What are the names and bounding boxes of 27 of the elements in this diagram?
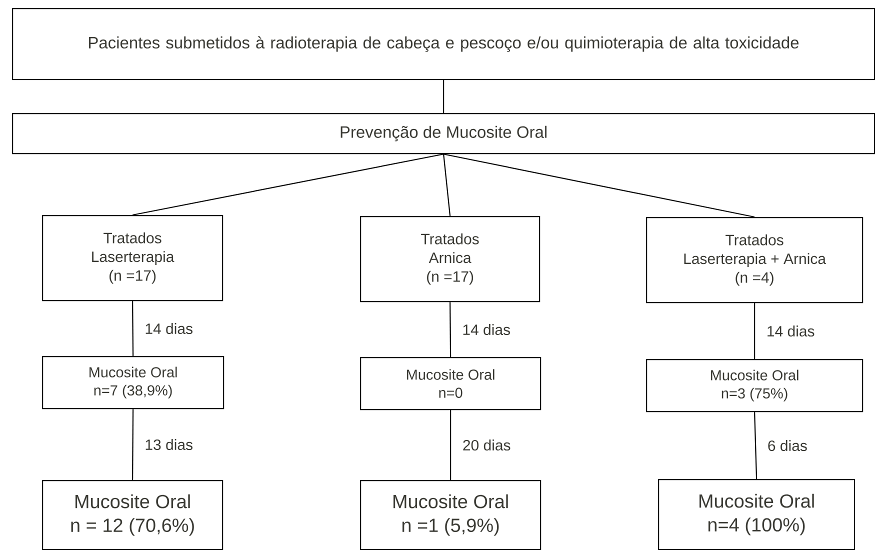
edge-label: 14 dias	[146, 323, 192, 334]
result-box: Mucosite Oral n=0	[360, 357, 542, 410]
group-box: Tratados Laserterapia + Arnica (n =4)	[646, 217, 864, 304]
connector-line	[450, 410, 452, 480]
edge-label: 6 dias	[768, 440, 807, 452]
process-box: Prevenção de Mucosite Oral	[12, 113, 875, 154]
result-box: Mucosite Oral n=3 (75%)	[646, 359, 864, 412]
edge-label: 20 dias	[463, 440, 510, 451]
outcome-box: Mucosite Oral n =1 (5,9%)	[360, 480, 542, 550]
group-box: Tratados Arnica (n =17)	[360, 216, 540, 302]
edge-label: 14 dias	[768, 326, 814, 337]
connector-line	[754, 412, 758, 480]
connector-line	[132, 301, 134, 356]
outcome-box: Mucosite Oral n=4 (100%)	[658, 479, 856, 550]
edge-label: 14 dias	[463, 324, 510, 336]
outcome-box: Mucosite Oral n = 12 (70,6%)	[42, 480, 224, 550]
connector-line	[443, 154, 755, 218]
connector-line	[443, 80, 444, 113]
connector-line	[450, 302, 452, 358]
connector-line	[132, 154, 444, 216]
group-box: Tratados Laserterapia (n =17)	[42, 215, 224, 302]
header-box: Pacientes submetidos à radioterapia de cabeça e pescoço e/ou quimioterapia de alta toxicidade	[12, 8, 875, 80]
connector-line	[754, 303, 756, 359]
connector-line	[443, 154, 451, 216]
connector-line	[132, 409, 134, 480]
result-box: Mucosite Oral n=7 (38,9%)	[42, 356, 224, 410]
edge-label: 13 dias	[146, 439, 192, 450]
